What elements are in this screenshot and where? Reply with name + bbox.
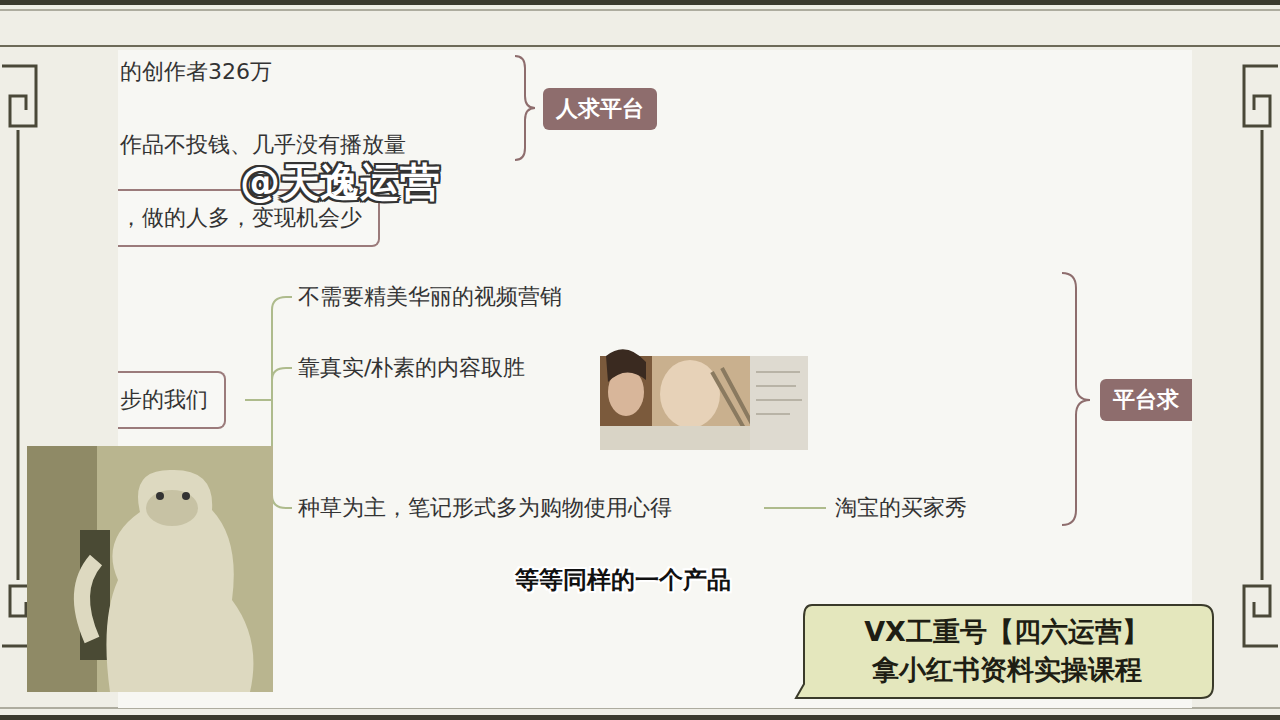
topic-box: 人求平台 (543, 88, 657, 130)
bubble-shape (796, 605, 1213, 698)
branch-text: 作品不投钱、几乎没有播放量 (120, 132, 406, 158)
subtitle: 等等同样的一个产品 (515, 566, 731, 595)
branch-lines (245, 297, 826, 508)
node-text: 步的我们 (120, 387, 208, 413)
node-text: 拿小红书资料实操课程 (820, 651, 1193, 689)
node-text: VX工重号【四六运营】 (820, 613, 1193, 651)
branch-text: 淘宝的买家秀 (835, 495, 967, 521)
monkey-illustration (27, 446, 273, 692)
branch-text: 种草为主，笔记形式多为购物使用心得 (298, 495, 672, 521)
photo-collage (600, 349, 808, 450)
node-text: 人求平台 (556, 96, 644, 122)
topic-box: 平台求 (1100, 379, 1192, 421)
branch-text: 靠真实/朴素的内容取胜 (298, 355, 525, 381)
callout-bubble: VX工重号【四六运营】拿小红书资料实操课程 (790, 603, 1215, 700)
brace (1062, 273, 1090, 525)
frame-line (0, 10, 1280, 11)
branch-text: 不需要精美华丽的视频营销 (298, 284, 562, 310)
brace (515, 56, 535, 160)
frame-line (0, 45, 1280, 47)
node-text: ，做的人多，变现机会少 (120, 205, 362, 231)
frame-band (0, 0, 1280, 5)
branch-text: 的创作者326万 (120, 59, 272, 85)
node-text: 平台求 (1113, 387, 1179, 413)
topic-box: 步的我们 (118, 371, 226, 429)
frame-band (0, 715, 1280, 720)
watermark: @天逸运营 (240, 158, 440, 206)
